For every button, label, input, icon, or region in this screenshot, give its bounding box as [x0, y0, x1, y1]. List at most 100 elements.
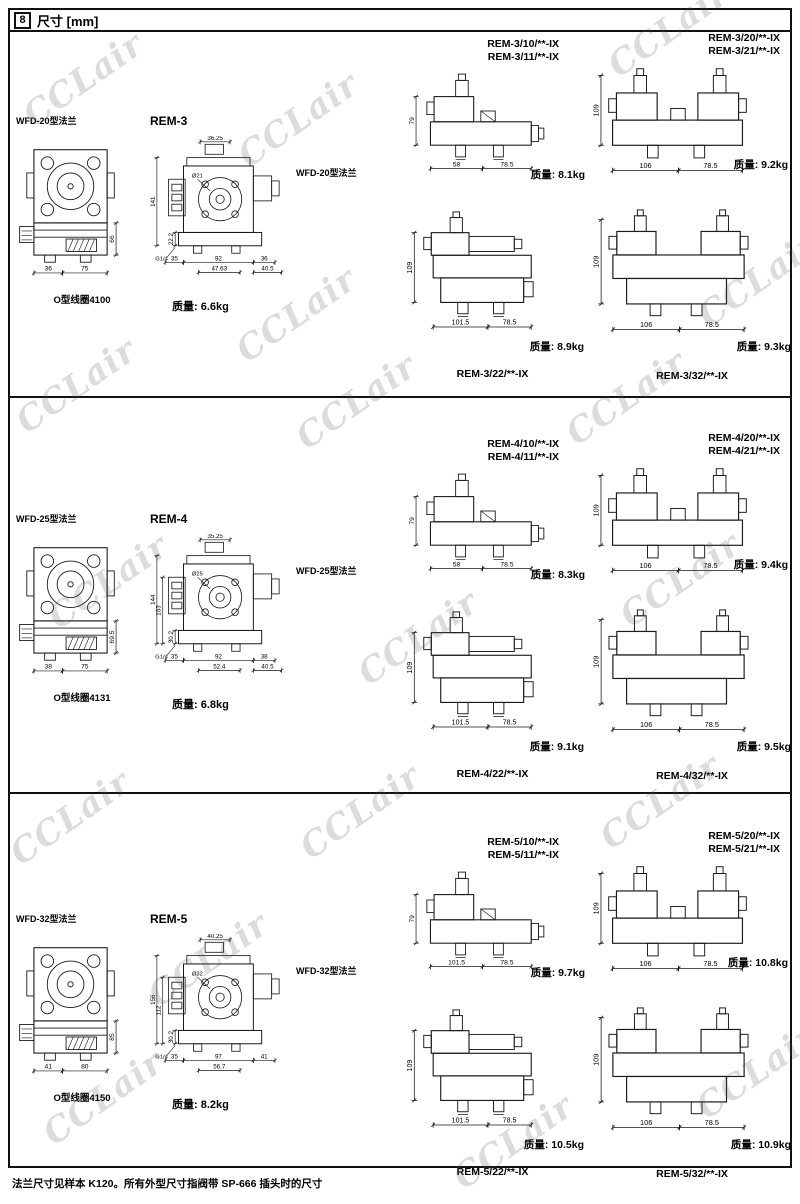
svg-text:G1/4: G1/4: [155, 257, 168, 263]
svg-text:30.2: 30.2: [168, 631, 175, 644]
svg-text:40.5: 40.5: [261, 663, 274, 670]
variant-model-labels: REM-4/10/**-IX REM-4/11/**-IX: [405, 438, 585, 463]
svg-text:38: 38: [261, 653, 268, 660]
flange-type-label-side: WFD-25型法兰: [296, 566, 357, 576]
coil-label: O型线圈4100: [53, 295, 111, 306]
svg-text:78.5: 78.5: [500, 562, 513, 569]
variant-model-labels: REM-3/10/**-IX REM-3/11/**-IX: [405, 38, 585, 63]
svg-text:92: 92: [215, 653, 222, 660]
variant-model-2: REM-5/11/**-IX: [487, 848, 559, 861]
svg-text:112: 112: [156, 1005, 163, 1015]
model-name-label: REM-3: [150, 114, 188, 128]
svg-text:101.5: 101.5: [452, 320, 470, 327]
svg-text:22.2: 22.2: [168, 233, 175, 246]
variant-model-1: REM-5/20/**-IX: [708, 830, 780, 842]
svg-text:79: 79: [409, 915, 416, 923]
svg-text:58: 58: [453, 162, 461, 169]
svg-text:156: 156: [150, 994, 157, 1005]
svg-text:97: 97: [215, 1053, 222, 1060]
svg-text:106: 106: [640, 720, 652, 729]
svg-text:36: 36: [261, 255, 268, 262]
variant-weight: 质量: 8.3kg: [530, 569, 585, 581]
flange-type-label-side: WFD-32型法兰: [296, 966, 357, 976]
variant-model-labels: REM-5/10/**-IX REM-5/11/**-IX: [405, 836, 585, 861]
svg-text:106: 106: [640, 320, 652, 329]
svg-text:106: 106: [640, 1118, 652, 1127]
svg-text:144: 144: [150, 594, 157, 605]
svg-text:40.5: 40.5: [261, 265, 274, 272]
variant-model-1: REM-4/20/**-IX: [708, 432, 780, 444]
svg-text:36: 36: [44, 266, 52, 273]
svg-text:78.5: 78.5: [500, 162, 513, 169]
svg-text:41: 41: [44, 1064, 52, 1071]
svg-text:78.5: 78.5: [705, 1118, 719, 1127]
svg-text:47.63: 47.63: [211, 265, 227, 272]
svg-text:78.5: 78.5: [703, 161, 717, 170]
coil-label: O型线圈4131: [53, 693, 111, 704]
variant-model-labels: REM-5/20/**-IX REM-5/21/**-IX: [593, 830, 788, 855]
header-divider: [8, 30, 792, 32]
svg-text:36.25: 36.25: [207, 136, 223, 142]
svg-text:78.5: 78.5: [503, 320, 517, 327]
svg-text:101.5: 101.5: [452, 720, 470, 727]
svg-text:G1/4: G1/4: [155, 1055, 168, 1061]
svg-text:109: 109: [407, 662, 414, 674]
svg-text:35: 35: [171, 653, 178, 660]
flange-type-label: WFD-20型法兰: [16, 116, 77, 126]
svg-text:109: 109: [593, 105, 601, 117]
variant-model-1: REM-3/22/**-IX: [456, 368, 529, 380]
variants-grid: REM-3/10/**-IX REM-3/11/**-IX 79 58 78.5 质…: [345, 32, 792, 398]
variant-model-1: REM-4/32/**-IX: [656, 770, 728, 782]
variant-cell: REM-3/10/**-IX REM-3/11/**-IX 79 58 78.5 质…: [405, 38, 585, 206]
svg-text:G1/4: G1/4: [155, 655, 168, 661]
variant-model-1: REM-5/32/**-IX: [656, 1168, 728, 1180]
svg-text:69.5: 69.5: [109, 630, 116, 643]
flange-type-label-side: WFD-20型法兰: [296, 168, 357, 178]
svg-text:101.5: 101.5: [452, 1118, 470, 1125]
variant-weight: 质量: 10.8kg: [727, 957, 788, 969]
svg-text:Ø32: Ø32: [192, 972, 203, 978]
svg-text:78.5: 78.5: [703, 561, 717, 570]
svg-text:79: 79: [409, 117, 416, 125]
svg-text:78.5: 78.5: [500, 960, 513, 967]
variant-model-1: REM-3/32/**-IX: [656, 370, 728, 382]
variant-weight: 质量: 8.9kg: [529, 341, 584, 353]
variant-weight: 质量: 8.1kg: [530, 169, 585, 181]
svg-text:78.5: 78.5: [705, 720, 719, 729]
svg-text:Ø21: Ø21: [192, 174, 203, 180]
svg-text:80: 80: [81, 1064, 89, 1071]
variant-weight: 质量: 10.9kg: [730, 1139, 791, 1151]
variant-model-1: REM-4/10/**-IX: [487, 438, 559, 450]
svg-text:109: 109: [593, 505, 601, 517]
variant-weight: 质量: 9.5kg: [736, 741, 791, 753]
